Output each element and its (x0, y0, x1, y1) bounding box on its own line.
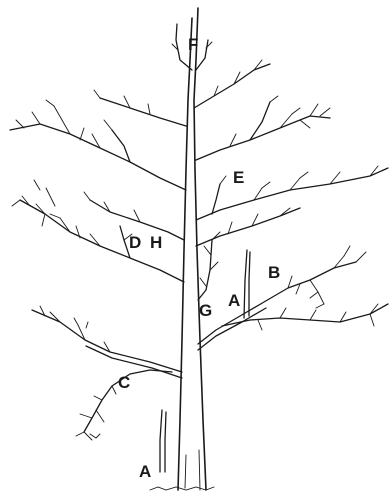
label-F: F (188, 35, 198, 54)
label-B: B (268, 263, 280, 282)
scaffold-limb-D (12, 180, 184, 282)
lower-right-scaffold (222, 304, 388, 330)
water-sprout-A-bottom (160, 410, 166, 472)
label-H: H (150, 233, 162, 252)
scaffold-limb-B (198, 246, 366, 350)
upper-right-scaffold (194, 60, 330, 160)
upper-left-scaffold (10, 90, 186, 190)
label-D: D (129, 233, 141, 252)
label-A-bottom: A (139, 462, 151, 481)
central-leader (178, 8, 206, 490)
label-C: C (118, 373, 130, 392)
sprout-G (198, 232, 220, 300)
labels: F E D H B A G C A (118, 35, 280, 481)
label-A-right: A (228, 291, 240, 310)
water-sprout-A-right (244, 250, 250, 318)
lower-left-scaffold (32, 306, 182, 378)
label-G: G (199, 301, 212, 320)
ground (150, 487, 214, 490)
label-E: E (233, 168, 244, 187)
